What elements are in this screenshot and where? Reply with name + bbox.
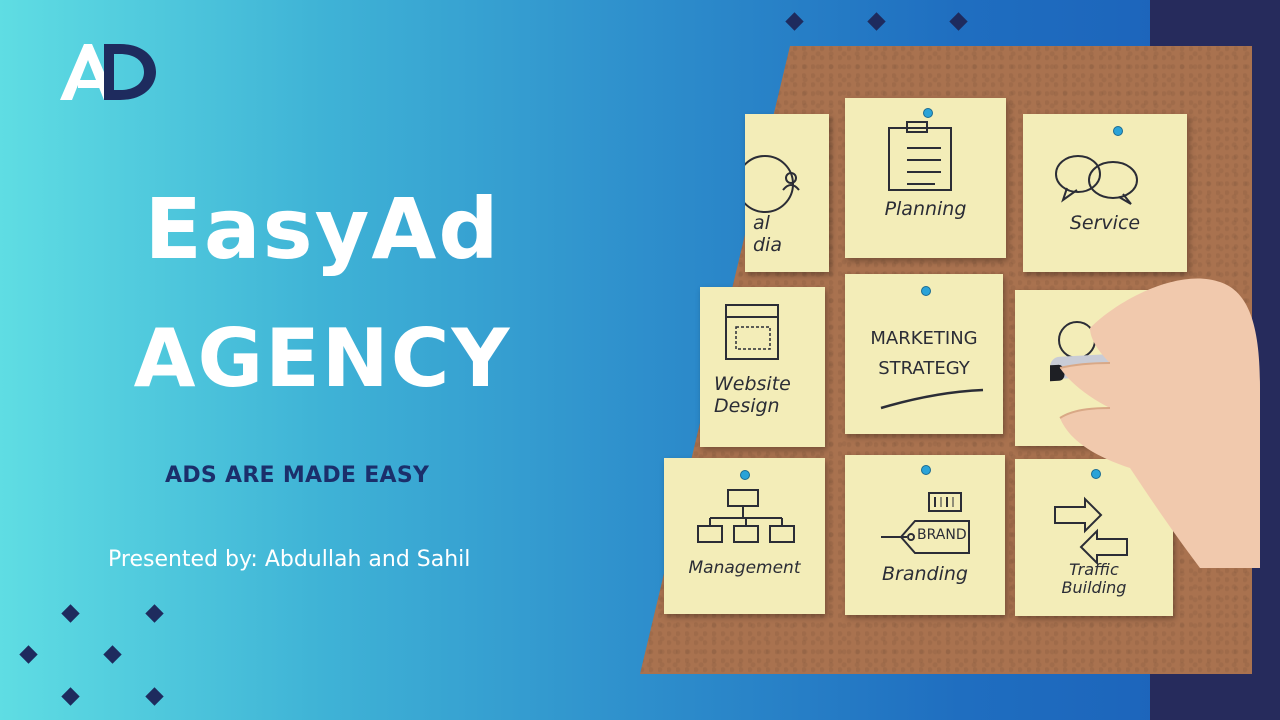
diamond-decoration — [61, 604, 80, 623]
diamond-decoration — [145, 604, 164, 623]
diamond-decoration — [61, 687, 80, 706]
underline-stroke — [880, 388, 984, 410]
hand-with-marker — [1050, 278, 1260, 568]
diamond-decoration — [949, 12, 968, 31]
title-easyad: EasyAd — [144, 180, 501, 278]
sticky-note-service: Service — [1023, 114, 1187, 272]
title-agency: AGENCY — [133, 312, 512, 405]
note-label-planning: Planning — [884, 198, 967, 220]
agency-logo: AD — [60, 44, 156, 100]
note-label-service: Service — [1069, 212, 1141, 234]
note-label-social-media: al dia — [753, 212, 782, 256]
tagline: ADS ARE MADE EASY — [165, 463, 430, 488]
presenter-credit: Presented by: Abdullah and Sahil — [108, 547, 471, 572]
brand-tag-icon — [881, 492, 970, 554]
pushpin — [921, 465, 931, 475]
sticky-note-management: Management — [664, 458, 825, 614]
sticky-note-branding: BRAND Branding — [845, 455, 1005, 615]
diamond-decoration — [19, 645, 38, 664]
speech-bubbles-icon — [1055, 155, 1138, 205]
social-media-icon — [745, 155, 800, 213]
note-label-website-design: Website Design — [714, 373, 791, 417]
pushpin — [1113, 126, 1123, 136]
pushpin — [923, 108, 933, 118]
sticky-note-marketing-strategy: MARKETING STRATEGY — [845, 274, 1003, 434]
org-chart-icon — [697, 489, 795, 543]
diamond-decoration — [145, 687, 164, 706]
traffic-arrows-icon — [1054, 496, 1128, 566]
pushpin — [1091, 469, 1101, 479]
browser-window-icon — [725, 304, 779, 360]
note-label-traffic-building: Traffic Building — [1061, 560, 1127, 597]
brand-tag-label: BRAND — [917, 527, 967, 543]
sticky-note-website-design: Website Design — [700, 287, 825, 447]
diamond-decoration — [103, 645, 122, 664]
note-label-branding: Branding — [882, 563, 968, 585]
note-label-marketing-strategy: MARKETING STRATEGY — [870, 328, 978, 379]
diamond-decoration — [867, 12, 886, 31]
checklist-icon — [888, 121, 952, 191]
pushpin — [740, 470, 750, 480]
diamond-decoration — [785, 12, 804, 31]
pushpin — [921, 286, 931, 296]
sticky-note-planning: Planning — [845, 98, 1006, 258]
sticky-note-social-media: al dia — [745, 114, 829, 272]
note-label-management: Management — [688, 558, 801, 578]
